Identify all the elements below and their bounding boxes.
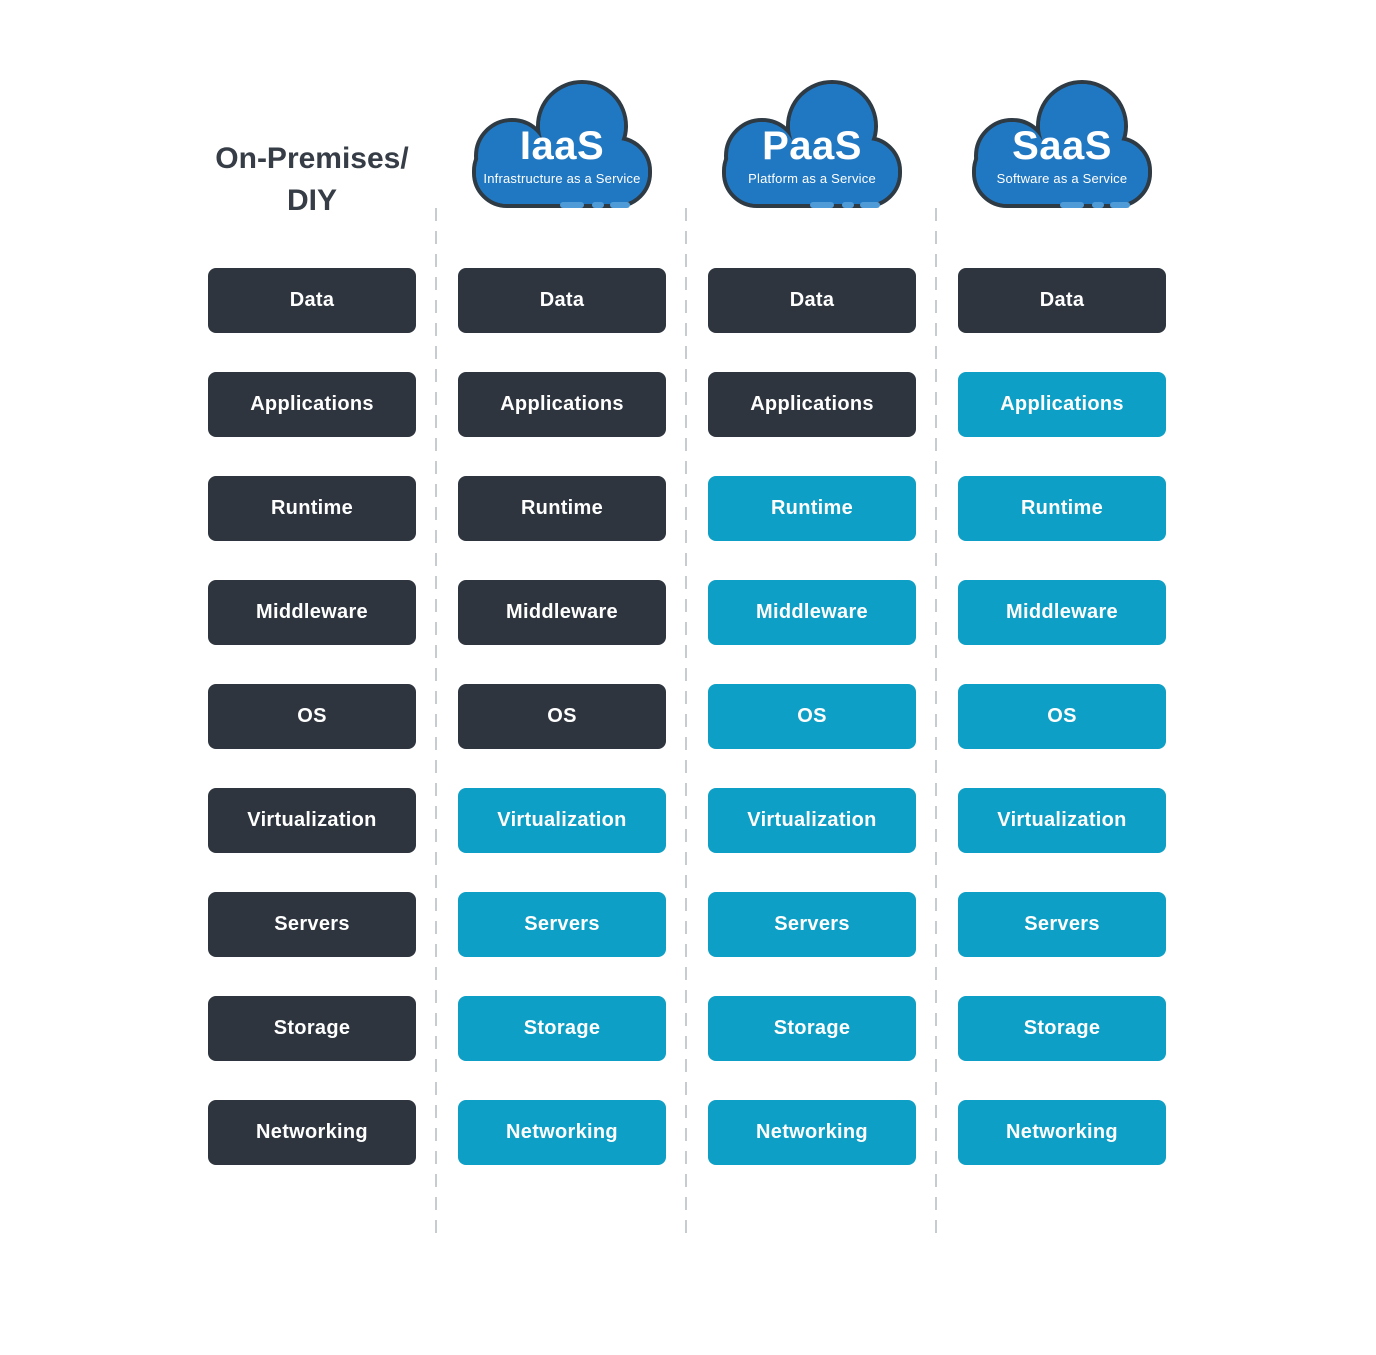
layer-box: Middleware xyxy=(208,580,416,645)
layer-box: Servers xyxy=(208,892,416,957)
saas-full-name: Software as a Service xyxy=(996,171,1128,186)
iaas-column: Data Applications Runtime Middleware OS … xyxy=(458,268,666,1165)
layer-box: Servers xyxy=(708,892,916,957)
layer-box: Data xyxy=(958,268,1166,333)
iaas-acronym: IaaS xyxy=(519,124,605,168)
layer-box: Networking xyxy=(208,1100,416,1165)
layer-box: OS xyxy=(458,684,666,749)
layer-box: Networking xyxy=(458,1100,666,1165)
saas-column: Data Applications Runtime Middleware OS … xyxy=(958,268,1166,1165)
layer-box: Runtime xyxy=(958,476,1166,541)
paas-column: Data Applications Runtime Middleware OS … xyxy=(708,268,916,1165)
layer-box: Middleware xyxy=(708,580,916,645)
layer-box: Applications xyxy=(958,372,1166,437)
layer-box: OS xyxy=(708,684,916,749)
layer-box: Applications xyxy=(208,372,416,437)
layer-box: Servers xyxy=(958,892,1166,957)
layer-box: Runtime xyxy=(458,476,666,541)
saas-cloud-header: SaaS Software as a Service xyxy=(962,76,1162,216)
saas-acronym: SaaS xyxy=(1012,124,1112,168)
cloud-icon xyxy=(722,80,902,208)
layer-box: Virtualization xyxy=(208,788,416,853)
layer-box: Networking xyxy=(708,1100,916,1165)
paas-full-name: Platform as a Service xyxy=(748,171,876,186)
layer-box: Storage xyxy=(458,996,666,1061)
layer-box: OS xyxy=(958,684,1166,749)
iaas-cloud-header: IaaS Infrastructure as a Service xyxy=(462,76,662,216)
paas-acronym: PaaS xyxy=(762,124,862,168)
column-divider xyxy=(435,208,437,1238)
layer-box: Networking xyxy=(958,1100,1166,1165)
onprem-column-header: On-Premises/ DIY xyxy=(188,138,436,222)
layer-box: Data xyxy=(708,268,916,333)
layer-box: Data xyxy=(208,268,416,333)
layer-box: Applications xyxy=(458,372,666,437)
layer-box: Virtualization xyxy=(958,788,1166,853)
layer-box: Middleware xyxy=(958,580,1166,645)
column-divider xyxy=(685,208,687,1238)
onprem-title-line2: DIY xyxy=(286,184,337,217)
layer-box: Middleware xyxy=(458,580,666,645)
iaas-full-name: Infrastructure as a Service xyxy=(483,171,641,186)
layer-box: Servers xyxy=(458,892,666,957)
column-divider xyxy=(935,208,937,1238)
layer-box: Runtime xyxy=(208,476,416,541)
layer-box: Storage xyxy=(708,996,916,1061)
layer-box: Storage xyxy=(958,996,1166,1061)
layer-box: Data xyxy=(458,268,666,333)
layer-box: Virtualization xyxy=(708,788,916,853)
onprem-column: Data Applications Runtime Middleware OS … xyxy=(208,268,416,1165)
layer-box: Virtualization xyxy=(458,788,666,853)
layer-box: OS xyxy=(208,684,416,749)
paas-cloud-header: PaaS Platform as a Service xyxy=(712,76,912,216)
layer-box: Storage xyxy=(208,996,416,1061)
cloud-icon xyxy=(972,80,1152,208)
cloud-icon xyxy=(472,80,652,208)
layer-box: Applications xyxy=(708,372,916,437)
onprem-title-line1: On-Premises/ xyxy=(215,142,409,175)
layer-box: Runtime xyxy=(708,476,916,541)
